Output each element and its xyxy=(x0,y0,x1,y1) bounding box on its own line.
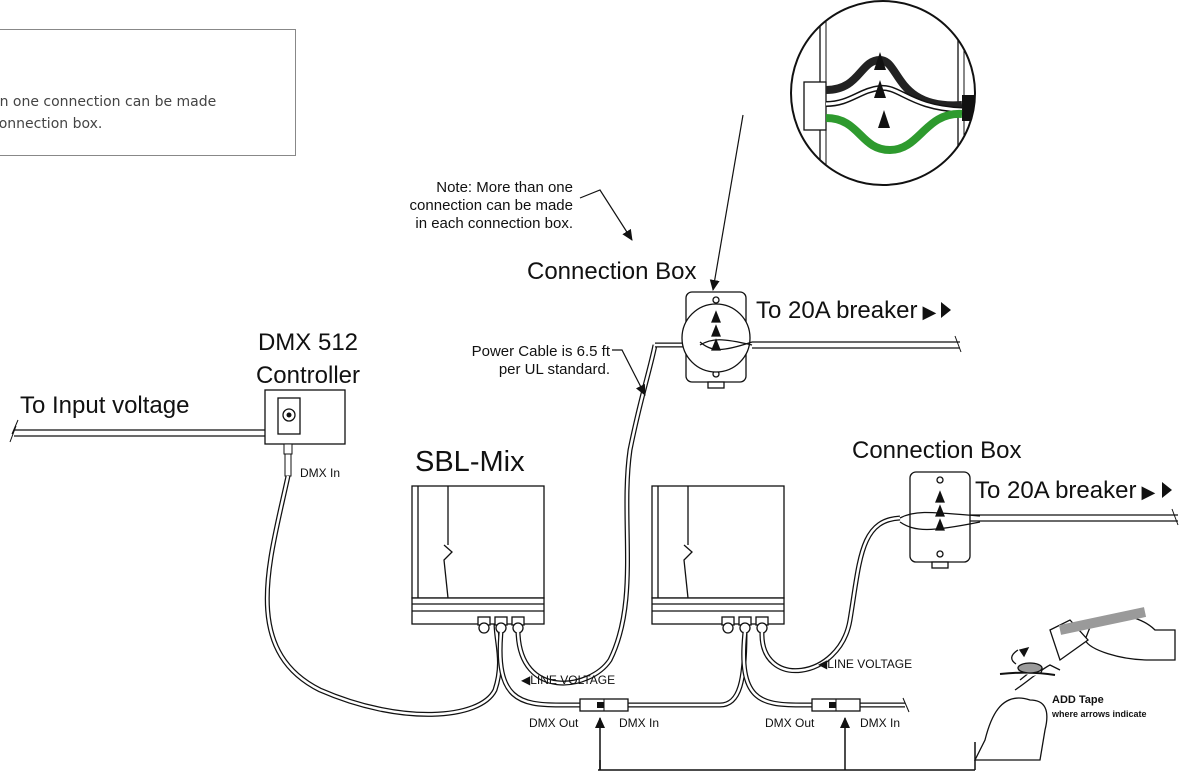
sbl-mix-fixture-1 xyxy=(411,485,545,634)
line-voltage-arrow-icon-2: ◀ xyxy=(818,657,828,671)
line-voltage-label-1: ◀LINE VOLTAGE xyxy=(521,673,616,687)
connection-box-right xyxy=(899,471,981,569)
to-breaker-right-arrow-icon: ▶ xyxy=(1136,482,1156,502)
note-line-1: Note: More than one xyxy=(436,179,573,196)
line-voltage-label-2: ◀LINE VOLTAGE xyxy=(818,657,913,671)
dmx-controller-line-1: DMX 512 xyxy=(257,329,359,356)
to-input-voltage-label: To Input voltage xyxy=(20,392,190,419)
dmx-in-label-2: DMX In xyxy=(860,716,901,730)
breaker-arrow-top xyxy=(941,302,951,318)
dmx-out-label-1: DMX Out xyxy=(529,716,579,730)
power-cable-note: Power Cable is 6.5 ft per UL standard. xyxy=(410,343,610,379)
leader-lines xyxy=(579,114,744,396)
dmx-controller-label: DMX 512 Controller xyxy=(252,326,364,392)
line-voltage-arrow-icon-1: ◀ xyxy=(521,673,531,687)
breaker-wire-right xyxy=(970,482,1179,526)
sbl-mix-label: SBL-Mix xyxy=(415,446,525,478)
add-tape-sub-label: where arrows indicate xyxy=(1052,709,1147,719)
dmx-out-label-2: DMX Out xyxy=(765,716,815,730)
to-breaker-top-arrow-icon: ▶ xyxy=(917,302,937,322)
dmx-in-controller-label: DMX In xyxy=(300,466,341,480)
wire-detail-circle xyxy=(790,0,976,186)
connection-box-top xyxy=(681,291,753,389)
sbl-mix-fixture-2 xyxy=(651,485,785,634)
fixture-1-connectors xyxy=(477,616,525,634)
dmx-controller-box xyxy=(264,389,346,477)
dmx-link-cable xyxy=(497,631,748,712)
fixture-2-connectors xyxy=(721,616,769,634)
note-box: an one connection can be made connection… xyxy=(0,29,296,156)
add-tape-label: ADD Tape xyxy=(1052,694,1104,706)
note-text: Note: More than one connection can be ma… xyxy=(399,179,573,233)
dmx-out-cable-2 xyxy=(741,631,910,713)
tape-hand-illustration xyxy=(973,607,1176,761)
note-box-line-2: connection box. xyxy=(0,116,103,132)
power-cable-fixture-2 xyxy=(759,515,901,674)
breaker-wire-top xyxy=(752,302,962,353)
note-line-3: in each connection box. xyxy=(415,215,573,232)
connection-box-top-label: Connection Box xyxy=(527,258,697,285)
breaker-arrow-right xyxy=(1162,482,1172,498)
tape-bracket xyxy=(595,717,976,771)
dmx-controller-line-2: Controller xyxy=(255,362,361,389)
note-line-2: connection can be made xyxy=(409,197,573,214)
to-breaker-top-label: To 20A breaker ▶ xyxy=(756,297,937,324)
power-cable-line-1: Power Cable is 6.5 ft xyxy=(471,343,610,360)
input-voltage-wire xyxy=(9,419,265,443)
note-box-line-1: an one connection can be made xyxy=(0,94,217,110)
power-cable-line-2: per UL standard. xyxy=(498,361,610,378)
dmx-in-label-1: DMX In xyxy=(619,716,660,730)
connection-box-right-label: Connection Box xyxy=(852,437,1022,464)
to-breaker-right-label: To 20A breaker ▶ xyxy=(975,477,1156,504)
